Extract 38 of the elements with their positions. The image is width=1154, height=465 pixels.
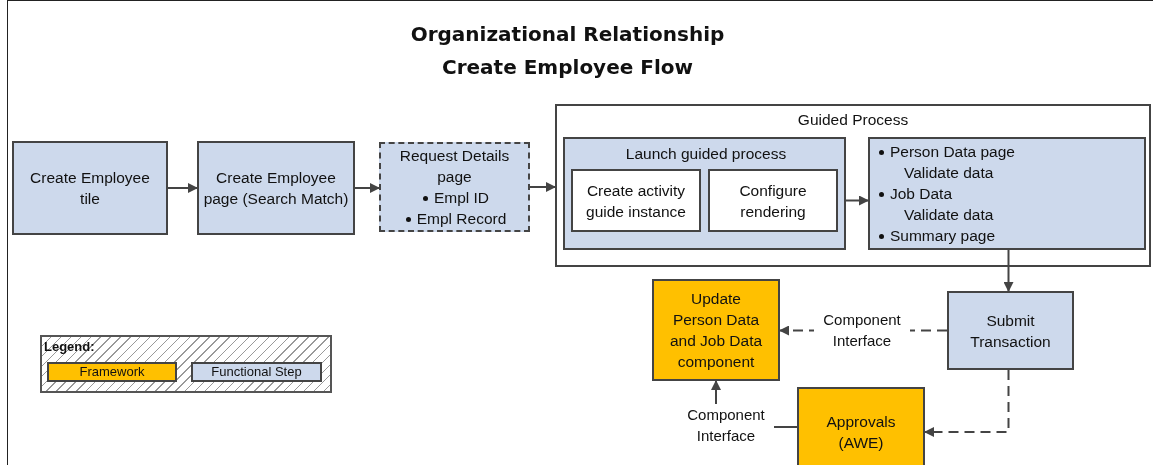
- process-box: [12, 141, 168, 235]
- process-box: [197, 141, 355, 235]
- bullet-item: Empl ID: [419, 187, 490, 208]
- arrow: [924, 369, 1010, 437]
- box-label: Request Details page: [398, 146, 511, 187]
- process-box: [571, 169, 701, 232]
- box-label: Create Employee tile: [29, 168, 151, 209]
- legend-title: Legend:: [44, 339, 95, 354]
- arrow: [1003, 249, 1014, 292]
- arrow: [845, 195, 869, 206]
- process-box: [797, 387, 925, 465]
- sub-item: Validate data: [903, 163, 995, 183]
- diagram-title: Organizational Relationship Create Employee Flow: [409, 21, 726, 81]
- bullet-item: Empl Record: [402, 208, 507, 229]
- process-box: [379, 142, 530, 232]
- box-label: Update Person Data and Job Data component: [668, 289, 764, 372]
- arrow: [529, 182, 556, 192]
- bullet-item: Summary page: [876, 225, 1138, 246]
- group-box: [563, 137, 846, 250]
- box-label: Create Employee page (Search Match): [203, 168, 349, 209]
- bullet-item: Person Data page: [876, 141, 1138, 162]
- arrow: [354, 183, 380, 193]
- sub-item: Validate data: [903, 205, 995, 225]
- process-box: [652, 279, 780, 381]
- group-box: [555, 104, 1151, 267]
- bullet-item: Job Data: [876, 183, 1138, 204]
- group-title: Guided Process: [796, 110, 910, 130]
- process-box: [868, 137, 1146, 250]
- arrow: [167, 183, 198, 193]
- box-label: Approvals (AWE): [825, 412, 897, 453]
- legend-swatch: Framework: [47, 362, 177, 382]
- box-label: Create activity guide instance: [585, 180, 687, 222]
- process-box: [708, 169, 838, 232]
- group-title: Launch guided process: [624, 144, 788, 164]
- box-label: Submit Transaction: [969, 310, 1052, 352]
- legend-swatch: Functional Step: [191, 362, 322, 382]
- box-label: Configure rendering: [738, 180, 808, 222]
- process-box: [947, 291, 1074, 370]
